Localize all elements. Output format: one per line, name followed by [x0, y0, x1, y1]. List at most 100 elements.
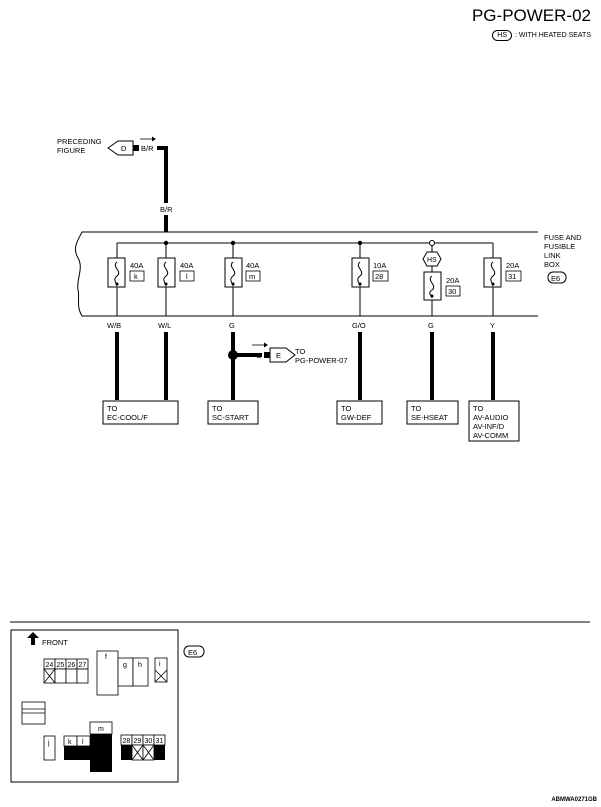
front-label: FRONT	[42, 638, 68, 647]
destination-label: SC-START	[212, 413, 249, 422]
destination-label: AV-AUDIO	[473, 413, 508, 422]
terminal-label: 30	[145, 738, 153, 745]
fuse-id: l	[186, 272, 188, 281]
splice-to: TO	[295, 347, 305, 356]
terminal-label: m	[98, 726, 104, 733]
direction-arrow-head	[264, 342, 268, 348]
splice-destination: PG-POWER-07	[295, 356, 348, 365]
fuse-amp: 40A	[130, 261, 143, 270]
terminal-i	[154, 657, 168, 683]
fuse-k: 40A k	[107, 243, 145, 288]
preceding-label-1: PRECEDING	[57, 137, 102, 146]
splice-connector-arrow	[269, 347, 296, 363]
terminal-label: g	[123, 662, 127, 669]
wire-label: W/L	[158, 321, 171, 330]
terminal-label: 25	[57, 662, 65, 669]
destination-label: GW-DEF	[341, 413, 372, 422]
fuse-amp: 20A	[446, 276, 459, 285]
destination-label: AV-COMM	[473, 431, 508, 440]
terminal-j	[43, 735, 56, 761]
terminal-h	[132, 657, 149, 687]
hs-badge: HS	[492, 30, 513, 41]
destination-label: EC-COOL/F	[107, 413, 148, 422]
fuse-box-outline	[75, 231, 538, 317]
wire-label: G/O	[352, 321, 366, 330]
terminal-k	[64, 746, 77, 760]
fuse-id: k	[134, 272, 138, 281]
terminal-label: 24	[46, 662, 54, 669]
fuse-id: 30	[448, 287, 456, 296]
destination-to: TO	[473, 404, 483, 413]
fuse-amp: 10A	[373, 261, 386, 270]
destination-label: AV-INF/D	[473, 422, 505, 431]
terminal-label: h	[138, 662, 142, 669]
terminal-label: j	[47, 740, 50, 747]
terminal-label: f	[105, 654, 107, 661]
figure-code: ABMWA0271GB	[551, 797, 597, 803]
terminals-28-31: 28 29 30 31	[120, 734, 166, 761]
fuse-30: HS 20A 30	[422, 246, 461, 301]
terminal-label: 28	[123, 738, 131, 745]
legend-text: : WITH HEATED SEATS	[515, 32, 591, 39]
wire-label: G	[229, 321, 235, 330]
fuse-amp: 40A	[180, 261, 193, 270]
destination-box	[406, 400, 459, 425]
terminal-f	[96, 650, 119, 696]
terminal-label: 31	[156, 738, 164, 745]
e6-connector-badge	[547, 271, 567, 284]
terminal-label: k	[68, 739, 72, 746]
fuse-box-label-4: BOX	[544, 260, 560, 269]
fuse-id: m	[249, 272, 255, 281]
terminal-label: 26	[68, 662, 76, 669]
main-wire-label: B/R	[160, 205, 173, 214]
preceding-label-2: FIGURE	[57, 146, 85, 155]
splice-wire-label: G	[256, 351, 262, 360]
fuse-box-label-3: LINK	[544, 251, 561, 260]
terminals-24-27: 24 25 26 27	[43, 658, 89, 684]
fuse-l: 40A l	[157, 243, 195, 288]
preceding-terminal	[133, 145, 139, 151]
front-arrow-icon	[27, 632, 39, 645]
hs-option-label: HS	[427, 257, 437, 264]
terminal-label: 29	[134, 738, 142, 745]
splice-terminal	[264, 352, 270, 358]
connector-e6-label: E6	[188, 648, 197, 657]
destination-box	[336, 400, 383, 425]
fuse-m: 40A m	[224, 243, 261, 288]
fuse-amp: 20A	[506, 261, 519, 270]
wire-label: Y	[490, 321, 495, 330]
direction-arrow-head	[152, 136, 156, 142]
preceding-wire-label: B/R	[141, 144, 154, 153]
destination-to: TO	[411, 404, 421, 413]
wire-label: W/B	[107, 321, 121, 330]
connector-e6-badge	[183, 645, 205, 658]
page-title: PG-POWER-02	[471, 6, 591, 25]
terminal-label: i	[159, 661, 161, 668]
preceding-connector-label: D	[121, 144, 127, 153]
terminal-label: 27	[79, 662, 87, 669]
hs-option-junction	[429, 240, 435, 246]
destination-to: TO	[341, 404, 351, 413]
hs-option-marker	[422, 251, 442, 267]
destination-to: TO	[107, 404, 117, 413]
splice-connector-label: E	[276, 351, 281, 360]
wire-label: G	[428, 321, 434, 330]
fuse-id: 28	[375, 272, 383, 281]
terminal-label: l	[82, 739, 84, 746]
legend: HS : WITH HEATED SEATS	[492, 30, 591, 41]
destination-box	[468, 400, 520, 442]
fuse-id: 31	[508, 272, 516, 281]
destination-box	[102, 400, 179, 425]
destination-to: TO	[212, 404, 222, 413]
fuse-amp: 40A	[246, 261, 259, 270]
fuse-box-label-2: FUSIBLE	[544, 242, 575, 251]
fuse-31: 20A 31	[483, 243, 522, 288]
destination-label: SE-HSEAT	[411, 413, 448, 422]
terminal-m	[90, 734, 112, 772]
terminal-l	[77, 746, 90, 760]
fuse-box-label-1: FUSE AND	[544, 233, 582, 242]
fuse-28: 10A 28	[351, 243, 389, 288]
e6-connector-label: E6	[551, 274, 560, 283]
destination-box	[207, 400, 259, 425]
